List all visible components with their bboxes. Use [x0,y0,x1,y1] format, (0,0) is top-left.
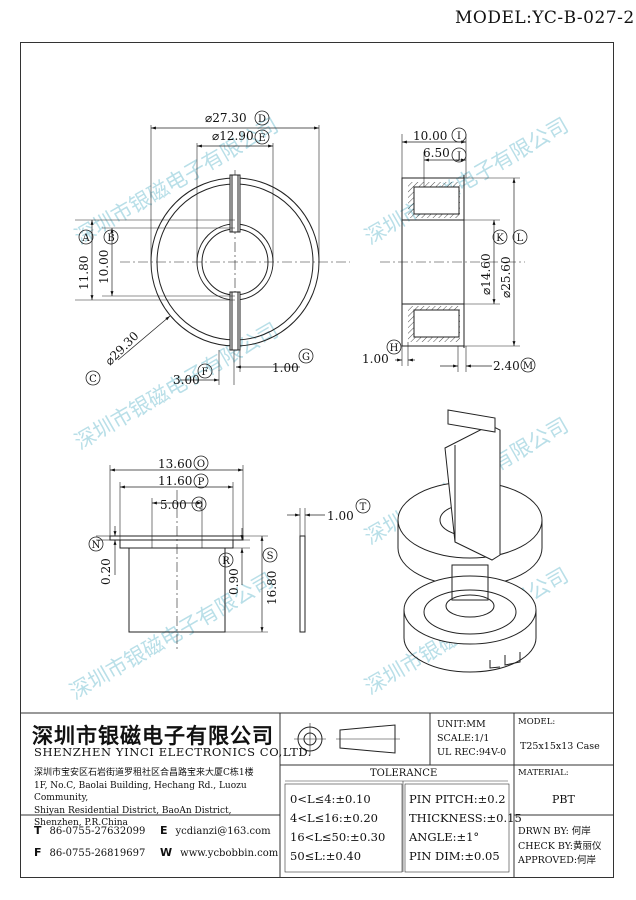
tag-f: F [202,367,209,378]
tag-c: C [89,374,97,385]
company-name-en: SHENZHEN YINCI ELECTRONICS CO,LTD. [34,745,313,759]
dim-d12: ⌀12.90 [212,129,254,143]
dim-p: 11.60 [158,474,192,488]
tag-n: N [92,540,101,551]
dim-m: 2.40 [493,359,520,373]
plate-view [287,508,325,633]
watermark: 深圳市银磁电子有限公司 [361,113,573,249]
top-view [75,125,350,385]
tag-r: R [222,556,230,567]
dim-h: 1.00 [362,352,389,366]
model-number: MODEL:YC-B-027-2 [455,8,635,28]
watermark: 深圳市银磁电子有限公司 [66,568,278,704]
tag-b: B [107,233,114,244]
dim-o: 13.60 [158,457,192,471]
checked-by: CHECK BY:黄丽仪 [518,841,602,852]
tolerance-row: 16<L≤50:±0.30 [290,830,386,844]
address-line: Shiyan Residential District, BaoAn Distr… [34,805,232,816]
company-name-cn: 深圳市银磁电子有限公司 [32,723,274,748]
model-value: T25x15x13 Case [520,741,600,752]
ul-rec: UL REC:94V-0 [437,747,507,758]
dim-r: 0.90 [227,568,241,595]
dim-c: ⌀29.30 [102,329,141,368]
dim-q: 5.00 [160,498,187,512]
tag-d: D [258,114,266,125]
dimension-tags [78,110,536,568]
address-line: Shenzhen, P.R.China [34,818,128,828]
side-section-view [380,134,525,372]
material-value: PBT [552,793,575,806]
dim-f: 3.00 [173,373,200,387]
thickness: THICKNESS:±0.15 [409,811,522,825]
drawn-by: DRWN BY: 何岸 [518,826,591,837]
tag-j: J [456,151,461,162]
pin-dim: PIN DIM:±0.05 [409,849,500,863]
approved-by: APPROVED:何岸 [518,855,597,866]
tag-g: G [302,352,310,363]
tolerance-row: 50≤L:±0.40 [290,849,362,863]
tag-t: T [360,502,367,513]
tolerance-row: 4<L≤16:±0.20 [290,811,378,825]
projection-cone-icon [339,724,396,754]
dim-s: 16.80 [265,571,279,605]
address-line: 1F, No.C, Baolai Building, Hechang Rd., … [34,780,247,804]
tolerance-title: TOLERANCE [370,768,438,779]
tag-o: O [197,459,205,470]
pin-pitch: PIN PITCH:±0.2 [409,792,506,806]
unit: UNIT:MM [437,719,486,730]
tag-m: M [523,361,533,372]
drawing-frame [20,42,614,878]
tolerance-row: 0<L≤4:±0.10 [290,792,371,806]
tag-k: K [496,233,504,244]
tag-s: S [267,551,274,562]
dim-k: ⌀14.60 [479,253,493,295]
side-view-dimensions: 10.00 6.50 ⌀14.60 ⌀25.60 1.00 2.40 [362,129,520,373]
tag-a: A [81,233,90,244]
model-label: MODEL: [518,717,556,727]
material-label: MATERIAL: [518,768,569,778]
tag-p: P [198,477,205,488]
symbols [294,723,400,755]
dim-t: 1.00 [327,509,354,523]
dimension-tag-letters: D E A B C F G I J K L H M O P Q N R S T [81,114,533,567]
tag-l: L [517,233,524,244]
company-address: 深圳市宝安区石岩街道罗租社区合昌路宝来大厦C栋1楼 1F, No.C, Baol… [34,767,279,830]
scale: SCALE:1/1 [437,733,490,744]
dim-a: 11.80 [77,256,91,290]
dim-l: ⌀25.60 [499,256,513,298]
front-view [96,465,268,650]
dim-d27: ⌀27.30 [205,111,247,125]
dim-g: 1.00 [272,361,299,375]
dim-n: 0.20 [99,558,113,585]
tag-h: H [390,343,399,354]
tag-i: I [457,131,461,142]
dim-b: 10.00 [97,250,111,284]
address-line: 深圳市宝安区石岩街道罗租社区合昌路宝来大厦C栋1楼 [34,768,254,778]
dim-i: 10.00 [413,129,447,143]
tag-e: E [258,133,265,144]
front-view-dimensions: 13.60 11.60 5.00 0.20 0.90 16.80 [99,457,279,605]
angle: ANGLE:±1° [409,830,480,844]
title-block-grid [20,712,614,878]
dim-j: 6.50 [423,146,450,160]
tag-q: Q [195,500,203,511]
exploded-3d-view [397,409,543,673]
